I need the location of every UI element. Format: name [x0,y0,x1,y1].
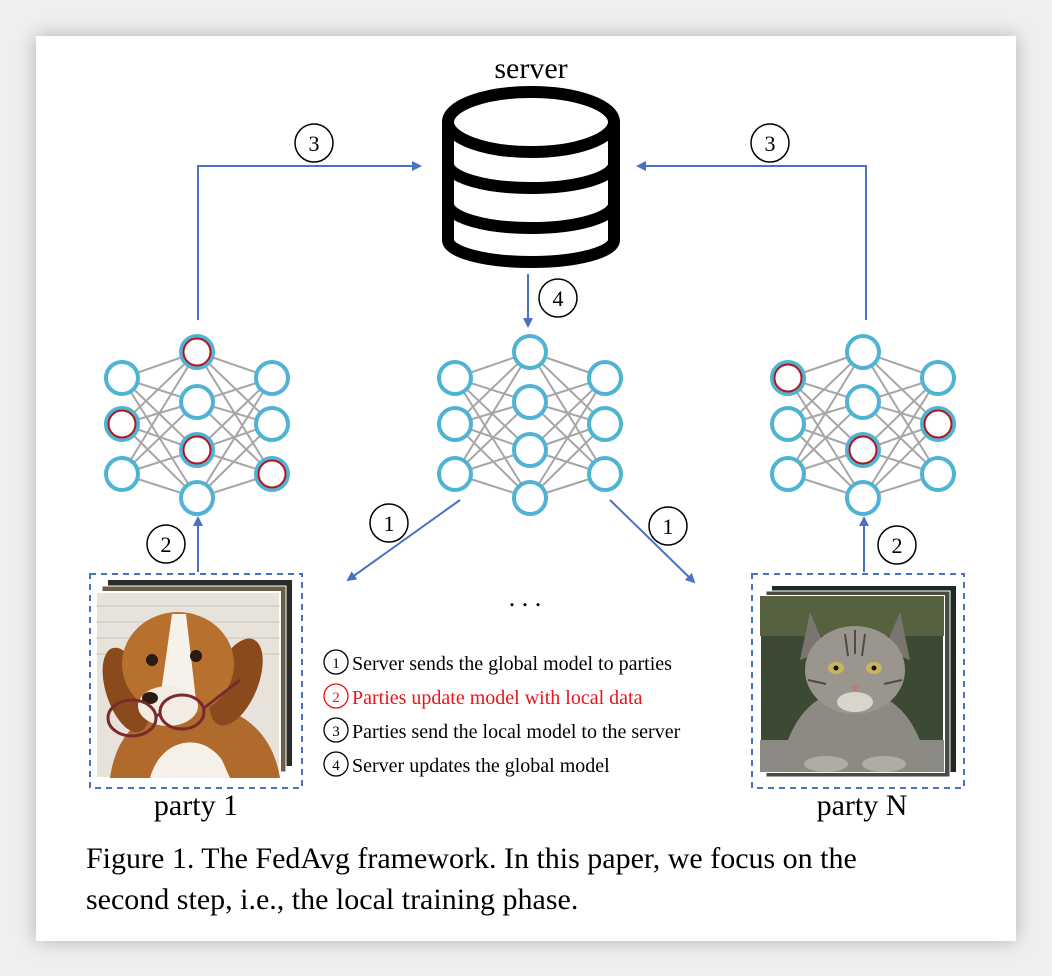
neuron [512,384,548,420]
neuron [920,456,956,492]
neuron [104,360,140,396]
neuron [512,432,548,468]
party-n-label: party N [817,789,908,822]
dog-image-icon [95,591,281,779]
updated-neuron [770,360,806,396]
legend-num-3: 3 [332,724,340,740]
svg-text:1: 1 [663,514,674,539]
updated-neuron [920,406,956,442]
neuron [437,456,473,492]
party-n-data [751,573,965,789]
neuron [179,384,215,420]
neuron [845,384,881,420]
legend-item-3: 3 Parties send the local model to the se… [323,717,681,743]
caption-line-2: second step, i.e., the local training ph… [86,883,579,916]
party-1-label: party 1 [154,789,238,822]
updated-neuron-ring [923,409,953,439]
step-badge-send-left: 1 [369,503,409,543]
network-edge [862,377,939,499]
send-arrow-right [609,499,696,584]
step-badge-upload-left: 3 [294,123,334,163]
send-arrow-left [346,499,461,582]
updated-neuron [254,456,290,492]
neuron [770,406,806,442]
neuron [587,360,623,396]
server-label: server [494,52,567,85]
database-icon [442,86,620,268]
ellipsis: . . . [509,583,542,612]
updated-neuron-ring [107,409,137,439]
legend-num-1: 1 [332,656,340,672]
step-badge-upload-right: 3 [750,123,790,163]
neuron [512,334,548,370]
neuron [587,456,623,492]
network-edge [454,351,531,475]
figure-caption: Figure 1. The FedAvg framework. In this … [86,838,968,920]
legend-text-4: Server updates the global model [352,755,610,777]
legend-item-2: 2 Parties update model with local data [323,683,643,709]
upload-arrow-left [197,161,422,320]
svg-text:2: 2 [892,533,903,558]
party-1-data [89,573,303,789]
step-badge-send-right: 1 [648,506,688,546]
updated-neuron-ring [182,435,212,465]
updated-neuron-ring [257,459,287,489]
legend-item-1: 1 Server sends the global model to parti… [323,649,672,675]
svg-text:1: 1 [384,511,395,536]
upload-arrow-right [636,161,867,320]
network-edge [787,351,864,475]
legend-num-2: 2 [332,690,340,706]
network-edge [121,351,198,475]
neuron [104,456,140,492]
legend-text-3: Parties send the local model to the serv… [352,721,681,743]
legend-text-1: Server sends the global model to parties [352,653,672,675]
neuron [845,480,881,516]
local-model-party-1 [104,334,290,516]
neuron [770,456,806,492]
neuron [437,406,473,442]
step-badge-train-right: 2 [877,525,917,565]
step-badge-download: 4 [538,278,578,318]
svg-text:3: 3 [765,131,776,156]
legend-num-4: 4 [332,758,340,774]
neuron [920,360,956,396]
neuron [254,360,290,396]
svg-text:2: 2 [161,532,172,557]
caption-line-1: Figure 1. The FedAvg framework. In this … [86,842,857,875]
network-edge [196,377,273,499]
updated-neuron-ring [848,435,878,465]
step-badge-train-left: 2 [146,524,186,564]
neuron [254,406,290,442]
legend-text-2: Parties update model with local data [352,687,643,709]
neuron [437,360,473,396]
cat-image-icon [759,595,945,773]
neuron [179,480,215,516]
network-edge [529,377,606,499]
neuron [845,334,881,370]
svg-text:3: 3 [309,131,320,156]
svg-text:4: 4 [553,286,564,311]
neuron [512,480,548,516]
updated-neuron [179,432,215,468]
global-model [437,334,623,516]
step-legend: 1 Server sends the global model to parti… [323,649,681,777]
updated-neuron-ring [182,337,212,367]
updated-neuron [104,406,140,442]
legend-item-4: 4 Server updates the global model [323,751,610,777]
neuron [587,406,623,442]
updated-neuron-ring [773,363,803,393]
updated-neuron [845,432,881,468]
local-model-party-n [770,334,956,516]
updated-neuron [179,334,215,370]
